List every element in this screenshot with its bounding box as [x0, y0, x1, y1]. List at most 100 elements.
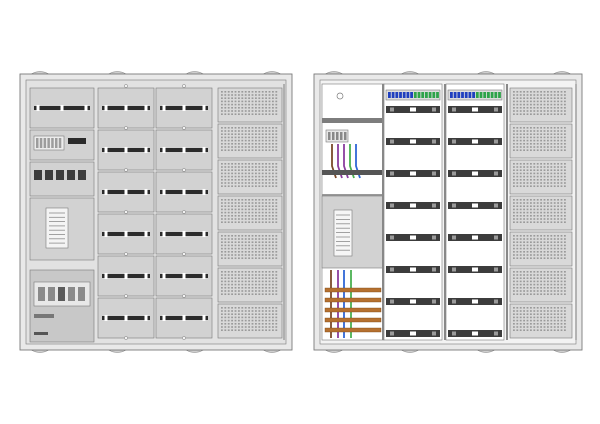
vent-hole — [261, 277, 264, 279]
vent-hole — [244, 283, 247, 286]
vent-hole — [244, 316, 247, 319]
vent-hole — [553, 97, 556, 99]
vent-hole — [258, 307, 261, 309]
vent-hole — [231, 185, 233, 187]
vent-hole — [550, 166, 553, 168]
vent-hole — [519, 323, 522, 325]
vent-hole — [227, 182, 230, 184]
vent-hole — [221, 136, 223, 139]
vent-hole — [275, 235, 278, 237]
screw — [124, 252, 128, 256]
vent-hole — [526, 169, 529, 171]
vent-hole — [244, 199, 247, 201]
vent-hole — [550, 254, 553, 256]
vent-hole — [516, 149, 519, 151]
vent-hole — [221, 163, 223, 165]
vent-hole — [513, 254, 515, 256]
vent-hole — [251, 127, 254, 129]
vent-hole — [251, 277, 254, 279]
vent-hole — [516, 310, 519, 312]
vent-hole — [244, 274, 247, 276]
vent-hole — [244, 110, 247, 112]
vent-hole — [550, 136, 553, 139]
vent-hole — [550, 169, 553, 171]
vent-hole — [533, 113, 536, 115]
vent-hole — [543, 202, 546, 204]
vent-hole — [513, 274, 515, 276]
vent-hole — [519, 244, 522, 247]
vent-hole — [530, 149, 532, 151]
vent-hole — [234, 107, 237, 109]
vent-hole — [564, 136, 566, 139]
vent-hole — [540, 182, 542, 184]
vent-hole — [550, 280, 553, 283]
vent-hole — [530, 215, 532, 217]
vent-hole — [550, 97, 553, 99]
vent-hole — [261, 323, 264, 325]
vent-hole — [516, 274, 519, 276]
vent-hole — [241, 218, 244, 220]
vent-hole — [526, 293, 529, 295]
vent-hole — [221, 97, 223, 99]
vent-hole — [519, 110, 522, 112]
vent-hole — [234, 307, 237, 309]
vent-hole — [560, 326, 563, 328]
vent-hole — [530, 97, 532, 99]
vent-hole — [261, 100, 264, 103]
vent-hole — [248, 280, 250, 283]
vent-hole — [224, 280, 227, 283]
vent-hole — [560, 139, 563, 142]
vent-hole — [221, 319, 223, 322]
vent-hole — [540, 244, 542, 247]
vent-hole — [275, 254, 278, 256]
vent-hole — [251, 113, 254, 115]
vent-hole — [268, 326, 271, 328]
vent-hole — [255, 316, 257, 319]
vent-hole — [241, 146, 244, 148]
vent-hole — [221, 293, 223, 295]
vent-hole — [227, 149, 230, 151]
vent-hole — [523, 235, 525, 237]
vent-hole — [248, 290, 250, 292]
vent-hole — [513, 241, 515, 243]
vent-hole — [526, 175, 529, 178]
vent-hole — [238, 326, 240, 328]
vent-hole — [519, 202, 522, 204]
rail-end — [494, 107, 498, 112]
vent-hole — [557, 316, 559, 319]
vent-hole — [275, 280, 278, 283]
vent-hole — [536, 238, 539, 240]
vent-hole — [513, 133, 515, 135]
vent-hole — [261, 283, 264, 286]
vent-hole — [221, 107, 223, 109]
vent-hole — [533, 136, 536, 139]
vent-hole — [557, 211, 559, 214]
vent-hole — [261, 133, 264, 135]
vent-hole — [272, 287, 274, 289]
slot-clip — [182, 147, 186, 153]
vent-hole — [543, 172, 546, 175]
vent-hole — [241, 238, 244, 240]
screw — [182, 126, 186, 130]
vent-hole — [516, 172, 519, 175]
vent-hole — [265, 113, 267, 115]
vent-hole — [536, 277, 539, 279]
vent-hole — [519, 107, 522, 109]
vent-hole — [533, 283, 536, 286]
vent-hole — [255, 211, 257, 214]
vent-hole — [519, 241, 522, 243]
vent-hole — [519, 310, 522, 312]
vent-hole — [275, 329, 278, 331]
vent-hole — [530, 107, 532, 109]
vent-hole — [540, 94, 542, 96]
vent-hole — [272, 241, 274, 243]
vent-hole — [241, 110, 244, 112]
vent-hole — [536, 179, 539, 181]
vent-hole — [560, 169, 563, 171]
vent-hole — [536, 169, 539, 171]
tag — [34, 332, 48, 335]
vent-hole — [513, 113, 515, 115]
slot-clip — [104, 147, 108, 153]
vent-hole — [238, 235, 240, 237]
vent-hole — [241, 287, 244, 289]
